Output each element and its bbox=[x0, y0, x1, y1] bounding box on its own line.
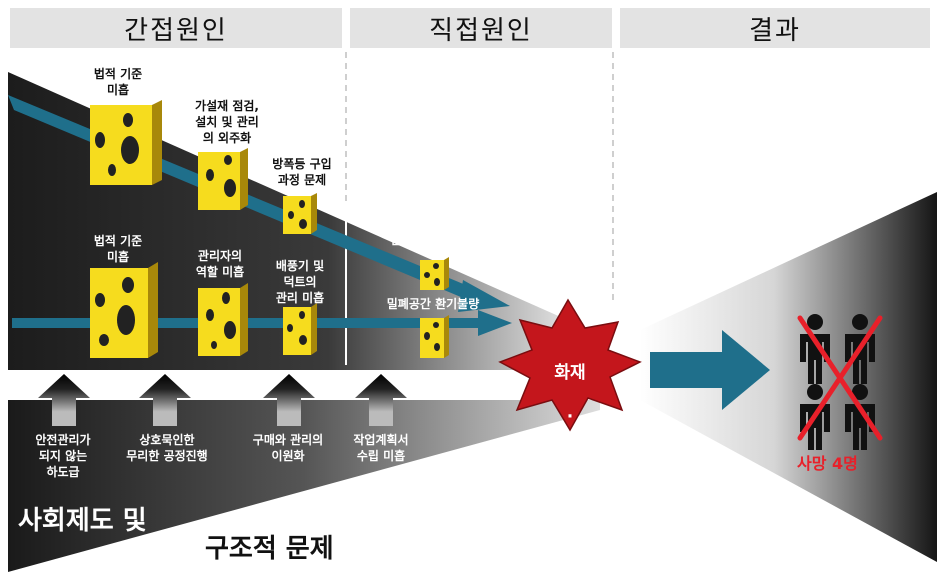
cheese-slice bbox=[420, 257, 449, 290]
upward-arrow bbox=[263, 374, 315, 426]
indirect-cause-label: 법적 기준 미흡 bbox=[93, 234, 143, 264]
social-factor-label: 상호묵인한 무리한 공정진행 bbox=[126, 433, 208, 463]
explosion-line-1: 화재 bbox=[554, 363, 586, 383]
indirect-cause-label: 법적 기준 미흡 bbox=[93, 67, 143, 97]
indirect-cause-label: 관리자의 역할 미흡 bbox=[195, 249, 245, 279]
cheese-slice bbox=[420, 315, 449, 358]
social-factor-label: 안전관리가 되지 않는 하도급 bbox=[35, 433, 91, 479]
indirect-cause-label: 가설재 점검, 설치 및 관리 의 외주화 bbox=[195, 99, 259, 145]
upward-arrow bbox=[139, 374, 191, 426]
person-icon bbox=[845, 314, 875, 384]
social-factor-label: 구매와 관리의 이원화 bbox=[252, 433, 324, 463]
direct-cause-label: 점화원 관리 미흡 bbox=[390, 233, 476, 247]
direct-cause-label: 밀폐공간 환기불량 bbox=[386, 297, 480, 311]
header-result: 결과 bbox=[620, 8, 930, 48]
social-factors-region bbox=[8, 400, 600, 572]
header-direct-causes: 직접원인 bbox=[350, 8, 612, 48]
indirect-cause-label: 배풍기 및 덕트의 관리 미흡 bbox=[275, 259, 325, 305]
cheese-slice bbox=[90, 262, 158, 358]
result-arrow bbox=[650, 330, 770, 410]
upward-arrow bbox=[38, 374, 90, 426]
result-label: 사망 4명 bbox=[797, 454, 858, 473]
cheese-slice bbox=[283, 303, 317, 355]
person-icon bbox=[800, 314, 830, 384]
upward-arrow bbox=[355, 374, 407, 426]
explosion-shape bbox=[498, 298, 642, 432]
cheese-slice bbox=[283, 193, 317, 234]
person-icon bbox=[845, 384, 875, 450]
explosion-label: 화재 · 폭발 bbox=[535, 340, 605, 494]
header-indirect-causes: 간접원인 bbox=[10, 8, 342, 48]
explosion-line-2: 폭발 bbox=[554, 451, 586, 471]
explosion-dot: · bbox=[566, 407, 574, 427]
indirect-cause-label: 방폭등 구입 과정 문제 bbox=[272, 157, 332, 187]
result-region bbox=[640, 192, 937, 562]
cheese-slice bbox=[198, 148, 248, 210]
cross-mark-icon bbox=[797, 315, 883, 441]
cheese-slice bbox=[90, 100, 162, 185]
trajectory-arrow-bottom-head bbox=[478, 310, 512, 336]
social-factor-label: 작업계획서 수립 미흡 bbox=[353, 433, 409, 463]
cheese-slice bbox=[198, 283, 248, 356]
trajectory-arrow-top-head bbox=[458, 280, 510, 312]
social-title-line-1: 사회제도 및 bbox=[18, 506, 147, 536]
person-icon bbox=[800, 384, 830, 450]
social-title-line-2: 구조적 문제 bbox=[205, 534, 334, 564]
